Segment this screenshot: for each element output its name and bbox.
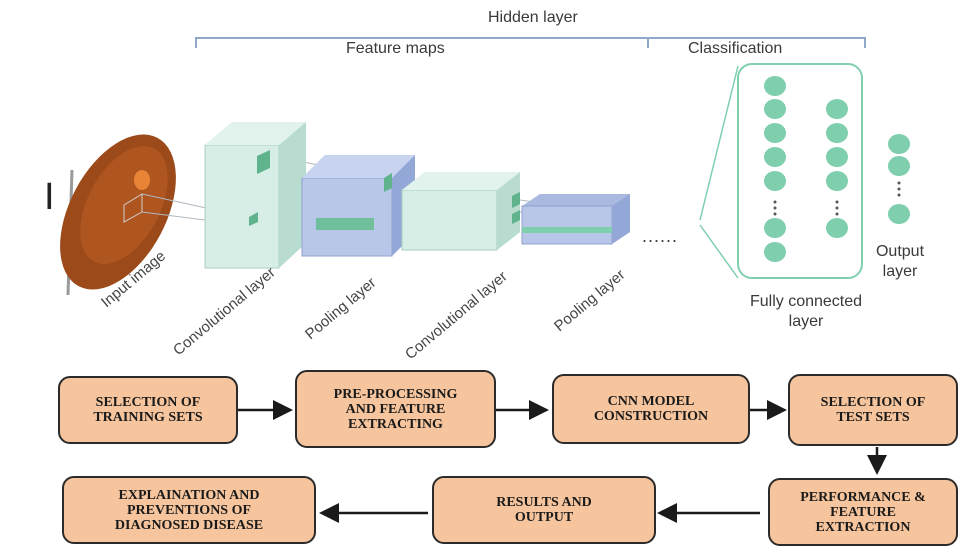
flow-step-6-text: RESULTS AND OUTPUT: [496, 495, 592, 525]
cnn-diagram: [60, 37, 910, 296]
flow-step-1-text: SELECTION OF TRAINING SETS: [93, 395, 203, 425]
neuron-node: [764, 123, 786, 143]
pooling-layer-2-block: [521, 194, 630, 245]
neuron-node: [764, 171, 786, 191]
flow-step-3-text: CNN MODEL CONSTRUCTION: [593, 394, 709, 424]
neuron-node: [888, 134, 910, 154]
flow-step-6: RESULTS AND OUTPUT: [432, 476, 656, 544]
neuron-node: [764, 218, 786, 238]
flow-step-7: EXPLAINATION AND PREVENTIONS OF DIAGNOSE…: [62, 476, 316, 544]
neuron-nodes: [764, 76, 910, 262]
ellipsis-label: ......: [642, 226, 679, 246]
hidden-layer-label: Hidden layer: [488, 9, 578, 26]
classification-label: Classification: [688, 40, 783, 57]
flow-step-5: PERFORMANCE & FEATURE EXTRACTION: [768, 478, 958, 546]
output-layer-label: Output layer: [875, 243, 925, 280]
neuron-node: [764, 147, 786, 167]
neuron-node: [764, 76, 786, 96]
hidden-layer-bracket: [195, 37, 866, 48]
conv-layer-1-block: [204, 122, 306, 269]
node-dots: [773, 181, 901, 216]
flow-step-2: PRE-PROCESSING AND FEATURE EXTRACTING: [295, 370, 496, 448]
neuron-node: [826, 123, 848, 143]
fully-connected-panel: [699, 63, 863, 279]
neuron-node: [888, 204, 910, 224]
arrow-lines: [238, 400, 887, 523]
neuron-node: [826, 99, 848, 119]
flow-step-1: SELECTION OF TRAINING SETS: [58, 376, 238, 444]
neuron-node: [826, 147, 848, 167]
neuron-node: [826, 171, 848, 191]
conv-layer-2-block: [401, 172, 520, 251]
flow-step-5-text: PERFORMANCE & FEATURE EXTRACTION: [800, 489, 926, 535]
side-mark: I: [44, 176, 55, 218]
input-image-graphic: [60, 134, 176, 296]
flow-step-4-text: SELECTION OF TEST SETS: [820, 395, 926, 425]
flow-step-2-text: PRE-PROCESSING AND FEATURE EXTRACTING: [333, 386, 458, 432]
flow-arrows: [238, 400, 887, 523]
pooling-layer-1-block: [301, 155, 415, 257]
flow-step-7-text: EXPLAINATION AND PREVENTIONS OF DIAGNOSE…: [114, 487, 264, 533]
flow-step-4: SELECTION OF TEST SETS: [788, 374, 958, 446]
fully-connected-label: Fully connected layer: [749, 293, 863, 330]
neuron-node: [764, 99, 786, 119]
neuron-node: [888, 156, 910, 176]
feature-maps-label: Feature maps: [346, 40, 445, 57]
neuron-node: [764, 242, 786, 262]
neuron-node: [826, 218, 848, 238]
flow-step-3: CNN MODEL CONSTRUCTION: [552, 374, 750, 444]
